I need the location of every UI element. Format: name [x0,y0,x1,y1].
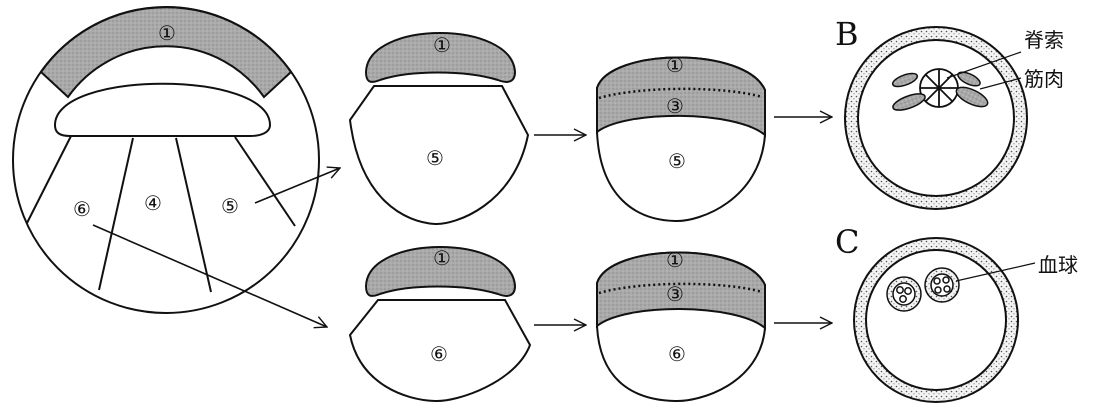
bottom-combined-boundary [598,282,763,295]
top-vegetal-piece [348,85,530,226]
blood-cell-nucleus [942,276,950,284]
arrow-5-to-top [254,168,340,204]
blood-cell-right [924,267,960,303]
vegetal-divider-4 [234,136,296,227]
panel-b-section [844,26,1028,210]
top-combined-gray [596,56,766,138]
blood-cell-label: 血球 [1038,253,1078,277]
top-combined-boundary [598,87,763,100]
top-piece-label-5: ⑤ [426,146,444,170]
blastula-label-5: ⑤ [221,194,239,218]
panel-b-letter: B [835,15,859,53]
panel-c-section [853,237,1036,403]
bottom-separated-pair [348,246,532,403]
vegetal-divider-3 [175,137,212,293]
top-separated-pair [348,32,530,226]
bottom-combined-label-3: ③ [666,282,684,306]
top-cap-label-1: ① [433,33,451,57]
muscle-ellipse-left-upper [891,72,919,88]
blood-cell-nucleus [933,277,941,285]
bottom-cap-piece [364,246,517,297]
blastula [12,6,320,314]
bottom-combined [596,251,766,403]
blastula-label-1: ① [158,21,176,45]
blood-cell-nucleus [934,286,942,294]
bottom-combined-label-1: ① [666,248,684,272]
blood-cell-nucleus [899,295,907,303]
top-cap-piece [364,32,517,83]
panel-c-letter: C [835,223,859,261]
top-combined-label-3: ③ [666,94,684,118]
muscle-leader [979,77,1022,90]
blood-cell-nucleus [904,287,912,295]
notochord-spoke [925,74,953,102]
muscle-ellipses [891,71,989,111]
notochord-leader [946,51,1022,79]
muscle-ellipse-right-lower [955,86,989,108]
panel-b-inner [857,39,1015,197]
bottom-combined-label-6: ⑥ [668,342,686,366]
blastula-label-4: ④ [144,191,162,215]
blood-cell-nucleus [896,286,904,294]
bottom-vegetal-piece [348,299,532,403]
animal-cap-region [39,6,293,99]
blood-cell-leader [955,262,1036,282]
bottom-cap-label-1: ① [433,246,451,270]
bottom-piece-label-6: ⑥ [430,342,448,366]
blood-cell-left [886,276,922,312]
muscle-ellipse-left-lower [892,93,926,111]
blastocoel [53,82,272,137]
top-combined-label-1: ① [666,53,684,77]
vegetal-divider-1 [26,135,72,224]
blastula-label-6: ⑥ [73,197,91,221]
arrow-6-to-bottom [92,224,327,327]
vegetal-divider-2 [98,137,134,291]
notochord-label: 脊索 [1024,28,1064,52]
notochord-structure [919,68,959,108]
top-combined [596,56,766,223]
blood-cell-nucleus [943,285,951,293]
top-combined-label-5: ⑤ [668,149,686,173]
muscle-label: 筋肉 [1024,67,1064,91]
blood-cell-right-inner [930,273,954,297]
bottom-combined-gray [596,251,766,331]
